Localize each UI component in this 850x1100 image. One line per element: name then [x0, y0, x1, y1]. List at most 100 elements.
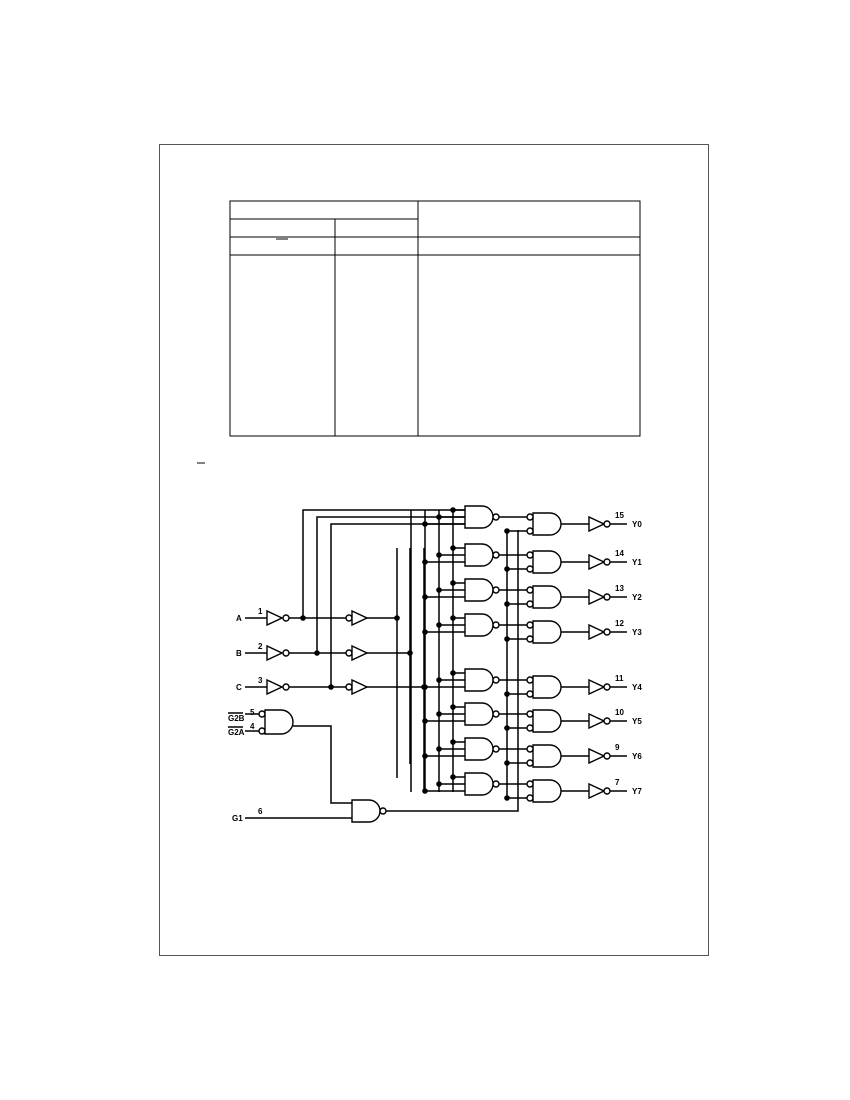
- junction-dot: [422, 521, 428, 527]
- junction-dots: [300, 507, 510, 801]
- input-buffer-a: [266, 609, 284, 627]
- inverter-bubble: [526, 676, 534, 684]
- output-buffer-6: [588, 747, 606, 765]
- inverter-bubble: [526, 690, 534, 698]
- inverter-bubble: [526, 551, 534, 559]
- junction-dot: [504, 636, 510, 642]
- inverter-bubble: [282, 614, 290, 622]
- pin-number: 10: [615, 708, 624, 717]
- inverter-bubble: [603, 593, 611, 601]
- junction-dot: [504, 601, 510, 607]
- input-buffer-c: [266, 678, 284, 696]
- junction-dot: [450, 580, 456, 586]
- inverter-bubble: [526, 710, 534, 718]
- junction-dot: [436, 514, 442, 520]
- junction-dot: [436, 677, 442, 683]
- junction-dot: [450, 545, 456, 551]
- output-gate-7: [532, 779, 562, 803]
- inverter-bubble: [603, 628, 611, 636]
- junction-dot: [422, 684, 428, 690]
- wire: [316, 516, 465, 653]
- inverter-bubble: [603, 558, 611, 566]
- pin-number: 2: [258, 642, 263, 651]
- output-label-y7: Y7: [632, 787, 642, 796]
- inverter-bubble: [603, 787, 611, 795]
- inverter-bubble: [603, 752, 611, 760]
- inverter-bubble: [526, 513, 534, 521]
- pin-number: 6: [258, 807, 263, 816]
- junction-dot: [504, 725, 510, 731]
- wire: [386, 530, 519, 812]
- output-buffer-4: [588, 678, 606, 696]
- junction-dot: [450, 704, 456, 710]
- inverter-bubble: [526, 724, 534, 732]
- junction-dot: [422, 753, 428, 759]
- junction-dot: [504, 528, 510, 534]
- output-label-y5: Y5: [632, 717, 642, 726]
- pin-number: 1: [258, 607, 263, 616]
- inverter-bubble: [379, 807, 387, 815]
- pin-number: 4: [250, 722, 255, 731]
- inverter-bubble: [492, 676, 500, 684]
- junction-dot: [422, 629, 428, 635]
- input-label-g2b: G2B: [228, 714, 245, 723]
- pin-number: 3: [258, 676, 263, 685]
- inverter-bubble: [526, 635, 534, 643]
- input-label-g2a: G2A: [228, 728, 245, 737]
- junction-dot: [394, 615, 400, 621]
- junction-dot: [450, 774, 456, 780]
- inverter-bubble: [526, 527, 534, 535]
- inverter-bubble: [526, 621, 534, 629]
- inverter-bubble: [492, 710, 500, 718]
- inverter-bubble: [492, 586, 500, 594]
- junction-dot: [450, 739, 456, 745]
- decode-nand-5: [464, 702, 494, 726]
- page-frame: [159, 144, 709, 956]
- enable-nor-gate: [264, 709, 294, 735]
- junction-dot: [328, 684, 334, 690]
- output-label-y2: Y2: [632, 593, 642, 602]
- junction-dot: [504, 795, 510, 801]
- labels: A1B2C3G2B5G2A4G16Y015Y114Y213Y312Y411Y51…: [228, 511, 642, 823]
- complement-buffer-b: [351, 644, 369, 662]
- junction-dot: [450, 615, 456, 621]
- inverter-bubble: [282, 649, 290, 657]
- complement-buffer-a: [351, 609, 369, 627]
- wire: [330, 523, 465, 687]
- output-gate-1: [532, 550, 562, 574]
- junction-dot: [436, 711, 442, 717]
- inverter-bubble: [258, 727, 266, 735]
- decode-nand-4: [464, 668, 494, 692]
- inverter-bubble: [345, 649, 353, 657]
- junction-dot: [436, 746, 442, 752]
- wire: [293, 725, 352, 804]
- pin-number: 14: [615, 549, 624, 558]
- junction-dot: [422, 718, 428, 724]
- inverter-bubble: [492, 621, 500, 629]
- junction-dot: [436, 552, 442, 558]
- junction-dot: [407, 650, 413, 656]
- inverter-bubble: [526, 759, 534, 767]
- gates: [258, 505, 611, 823]
- junction-dot: [436, 781, 442, 787]
- output-gate-2: [532, 585, 562, 609]
- output-label-y6: Y6: [632, 752, 642, 761]
- inverter-bubble: [492, 551, 500, 559]
- pin-number: 15: [615, 511, 624, 520]
- wires: [228, 509, 627, 819]
- output-buffer-2: [588, 588, 606, 606]
- pin-number: 13: [615, 584, 624, 593]
- input-buffer-b: [266, 644, 284, 662]
- pin-number: 9: [615, 743, 620, 752]
- pin-number: 11: [615, 674, 624, 683]
- inverter-bubble: [526, 794, 534, 802]
- junction-dot: [504, 760, 510, 766]
- output-gate-6: [532, 744, 562, 768]
- junction-dot: [422, 594, 428, 600]
- inverter-bubble: [492, 780, 500, 788]
- decode-nand-2: [464, 578, 494, 602]
- junction-dot: [436, 587, 442, 593]
- junction-dot: [504, 566, 510, 572]
- inverter-bubble: [345, 683, 353, 691]
